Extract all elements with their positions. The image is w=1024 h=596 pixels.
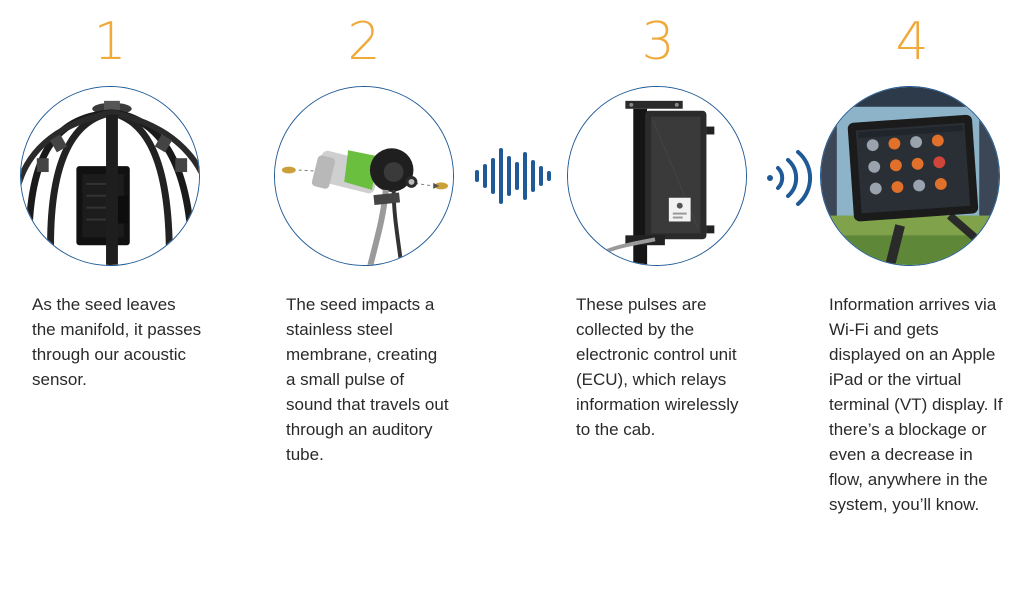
step-2-number: 2 bbox=[347, 12, 381, 72]
step-1-number: 1 bbox=[93, 12, 127, 72]
step-4-description: Information arrives via Wi-Fi and gets d… bbox=[829, 295, 1003, 514]
manifold-image bbox=[20, 86, 200, 266]
step-1-description: As the seed leaves the manifold, it pass… bbox=[32, 295, 202, 389]
step-3-number: 3 bbox=[641, 12, 675, 72]
acoustic-sensor-illustration bbox=[275, 87, 453, 265]
acoustic-sensor-image bbox=[274, 86, 454, 266]
step-3-description: These pulses are collected by the electr… bbox=[576, 295, 739, 439]
ecu-image bbox=[567, 86, 747, 266]
step-4-number: 4 bbox=[895, 12, 929, 72]
manifold-sensor-illustration bbox=[21, 87, 199, 265]
ecu-illustration bbox=[568, 87, 746, 265]
step-2-description: The seed impacts a stainless steel membr… bbox=[286, 295, 449, 464]
ipad-display-image bbox=[820, 86, 1000, 266]
sound-wave-icon bbox=[475, 148, 551, 204]
ipad-in-cab-illustration bbox=[821, 87, 999, 265]
wireless-signal-icon bbox=[767, 150, 813, 206]
